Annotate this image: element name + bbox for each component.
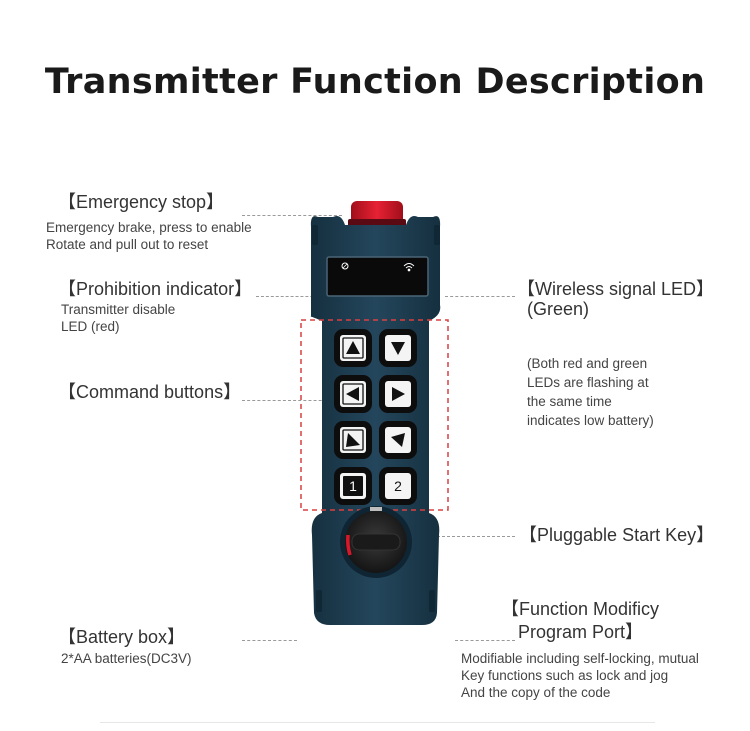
prohibition-line-2: LED (red) bbox=[61, 319, 120, 334]
wireless-signal-led-description: (Both red and green LEDs are flashing at… bbox=[527, 354, 654, 430]
key-diagonal-up-left[interactable] bbox=[379, 421, 417, 459]
arrow-down-icon bbox=[391, 342, 405, 355]
bottom-left-ridge bbox=[316, 590, 322, 612]
prohibition-line-1: Transmitter disable bbox=[61, 302, 176, 317]
wireless-signal-led-leader bbox=[445, 296, 515, 297]
prohibition-indicator-description: Transmitter disable LED (red) bbox=[61, 301, 175, 335]
program-port-leader bbox=[455, 640, 515, 641]
arrow-diagonal-down-left-icon bbox=[346, 433, 360, 447]
key-up[interactable] bbox=[334, 329, 372, 367]
program-port-line-3: And the copy of the code bbox=[461, 685, 611, 700]
wireless-signal-led-sublabel: (Green) bbox=[527, 299, 590, 319]
key-2-label: 2 bbox=[394, 478, 402, 494]
key-2[interactable]: 2 bbox=[379, 467, 417, 505]
key-down[interactable] bbox=[379, 329, 417, 367]
program-port-description: Modifiable including self-locking, mutua… bbox=[461, 650, 699, 701]
wireless-signal-led-label: 【Wireless signal LED】 bbox=[517, 279, 715, 299]
transmitter-illustration: 1 2 bbox=[300, 201, 449, 625]
command-buttons-highlight bbox=[300, 319, 449, 511]
prohibition-indicator-label: 【Prohibition indicator】 bbox=[58, 279, 253, 299]
battery-box-leader bbox=[242, 640, 297, 641]
footer-divider bbox=[100, 722, 655, 723]
top-right-ridge bbox=[434, 225, 440, 245]
top-left-ridge bbox=[312, 225, 318, 245]
wireless-line-3: the same time bbox=[527, 394, 612, 409]
prohibition-indicator-leader bbox=[256, 296, 338, 297]
arrow-left-icon bbox=[346, 387, 359, 401]
command-buttons-label: 【Command buttons】 bbox=[58, 382, 242, 402]
battery-line-1: 2*AA batteries(DC3V) bbox=[61, 651, 192, 666]
wireless-signal-icon bbox=[403, 263, 415, 272]
program-port-label: 【Function Modificy bbox=[501, 599, 660, 619]
key-right[interactable] bbox=[379, 375, 417, 413]
start-key-icon[interactable] bbox=[340, 506, 412, 578]
key-diagonal-down-left[interactable] bbox=[334, 421, 372, 459]
transmitter-body bbox=[310, 216, 441, 625]
key-left[interactable] bbox=[334, 375, 372, 413]
emergency-stop-button[interactable] bbox=[348, 201, 406, 227]
emergency-stop-line-1: Emergency brake, press to enable bbox=[46, 220, 252, 235]
wireless-line-2: LEDs are flashing at bbox=[527, 375, 649, 390]
emergency-stop-description: Emergency brake, press to enable Rotate … bbox=[46, 219, 252, 253]
prohibition-led-icon bbox=[341, 262, 349, 270]
start-key-leader bbox=[412, 536, 515, 537]
bottom-right-ridge bbox=[429, 590, 435, 612]
wireless-line-1: (Both red and green bbox=[527, 356, 648, 371]
battery-box-label: 【Battery box】 bbox=[58, 627, 186, 647]
program-port-sublabel: Program Port】 bbox=[518, 622, 644, 642]
emergency-stop-line-2: Rotate and pull out to reset bbox=[46, 237, 209, 252]
program-port-line-2: Key functions such as lock and jog bbox=[461, 668, 669, 683]
page-title: Transmitter Function Description bbox=[44, 62, 706, 102]
program-port-line-1: Modifiable including self-locking, mutua… bbox=[461, 651, 699, 666]
keypad: 1 2 bbox=[334, 329, 417, 505]
emergency-stop-leader bbox=[242, 215, 342, 216]
emergency-stop-label: 【Emergency stop】 bbox=[58, 192, 225, 212]
key-1[interactable]: 1 bbox=[334, 467, 372, 505]
start-key-label: 【Pluggable Start Key】 bbox=[519, 525, 715, 545]
battery-box-description: 2*AA batteries(DC3V) bbox=[61, 650, 192, 667]
arrow-right-icon bbox=[392, 387, 405, 401]
indicator-window bbox=[326, 256, 429, 297]
arrow-up-icon bbox=[346, 341, 360, 354]
command-buttons-leader bbox=[242, 400, 337, 401]
key-1-label: 1 bbox=[349, 478, 357, 494]
arrow-diagonal-up-left-icon bbox=[391, 433, 405, 447]
wireless-line-4: indicates low battery) bbox=[527, 413, 654, 428]
